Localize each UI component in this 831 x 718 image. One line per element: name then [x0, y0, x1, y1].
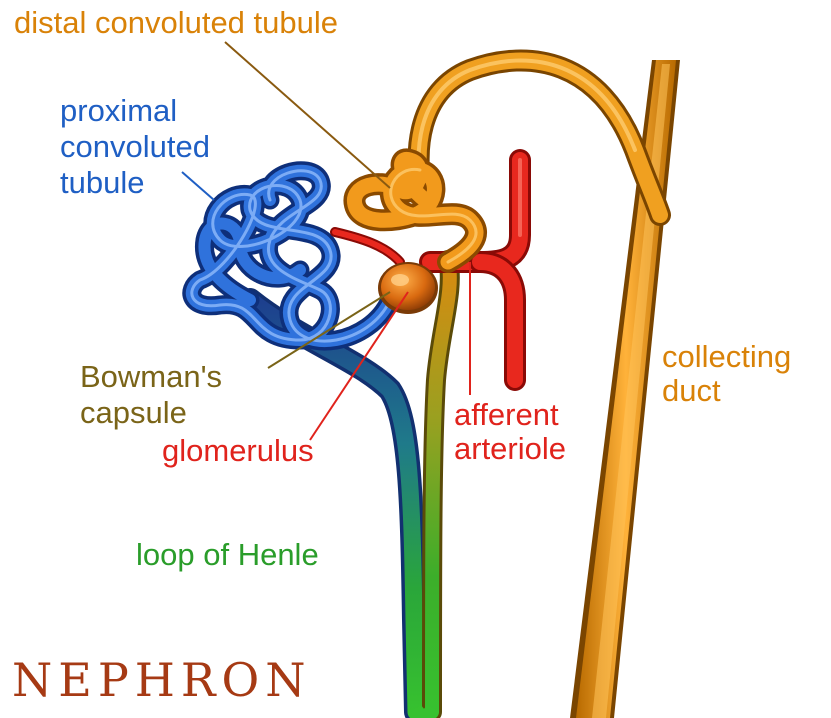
label-distal: distal convoluted tubule — [14, 6, 338, 40]
diagram-title: NEPHRON — [12, 652, 312, 708]
label-collecting-line2: duct — [662, 374, 721, 408]
proximal-leader — [182, 172, 214, 200]
label-bowman-line2: capsule — [80, 396, 187, 430]
label-bowman-line1: Bowman's — [80, 360, 222, 394]
label-collecting-line1: collecting — [662, 340, 791, 374]
label-proximal-line1: proximal — [60, 94, 177, 128]
label-proximal-line3: tubule — [60, 166, 144, 200]
distal-arch — [419, 60, 660, 215]
label-henle: loop of Henle — [136, 538, 319, 572]
label-proximal-line2: convoluted — [60, 130, 210, 164]
bowmans-capsule — [378, 262, 438, 314]
label-glomerulus: glomerulus — [162, 434, 314, 468]
label-afferent-line1: afferent — [454, 398, 559, 432]
label-afferent-line2: arteriole — [454, 432, 566, 466]
